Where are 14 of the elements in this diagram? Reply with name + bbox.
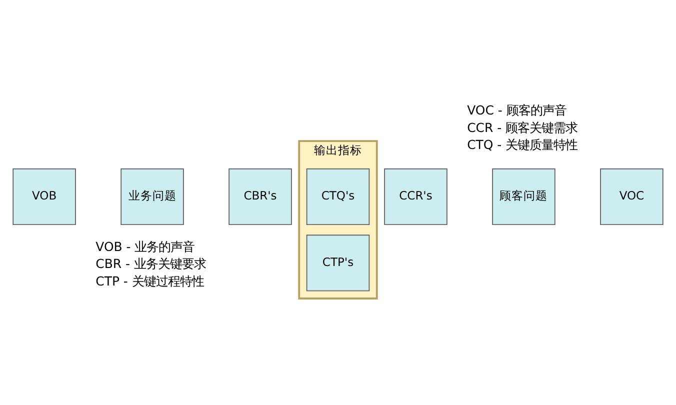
label: CTQ - 关键质量特性 (467, 137, 578, 152)
node-box: CBR's (228, 168, 292, 226)
label: VOC - 顾客的声音 (467, 102, 566, 118)
label: CTP - 关键过程特性 (96, 273, 204, 288)
label: VOB - 业务的声音 (96, 238, 195, 254)
label: CBR - 业务关键要求 (96, 256, 206, 272)
label: CCR - 顾客关键需求 (467, 120, 578, 135)
node-box: 顾客问题 (492, 168, 556, 226)
node-box: 业务问题 (120, 168, 184, 226)
node-box: CTQ's (306, 168, 370, 226)
node-box: CCR's (384, 168, 448, 226)
node-box: CTP's (306, 234, 370, 292)
node-box: VOB (12, 168, 76, 226)
node-box: VOC (600, 168, 664, 226)
